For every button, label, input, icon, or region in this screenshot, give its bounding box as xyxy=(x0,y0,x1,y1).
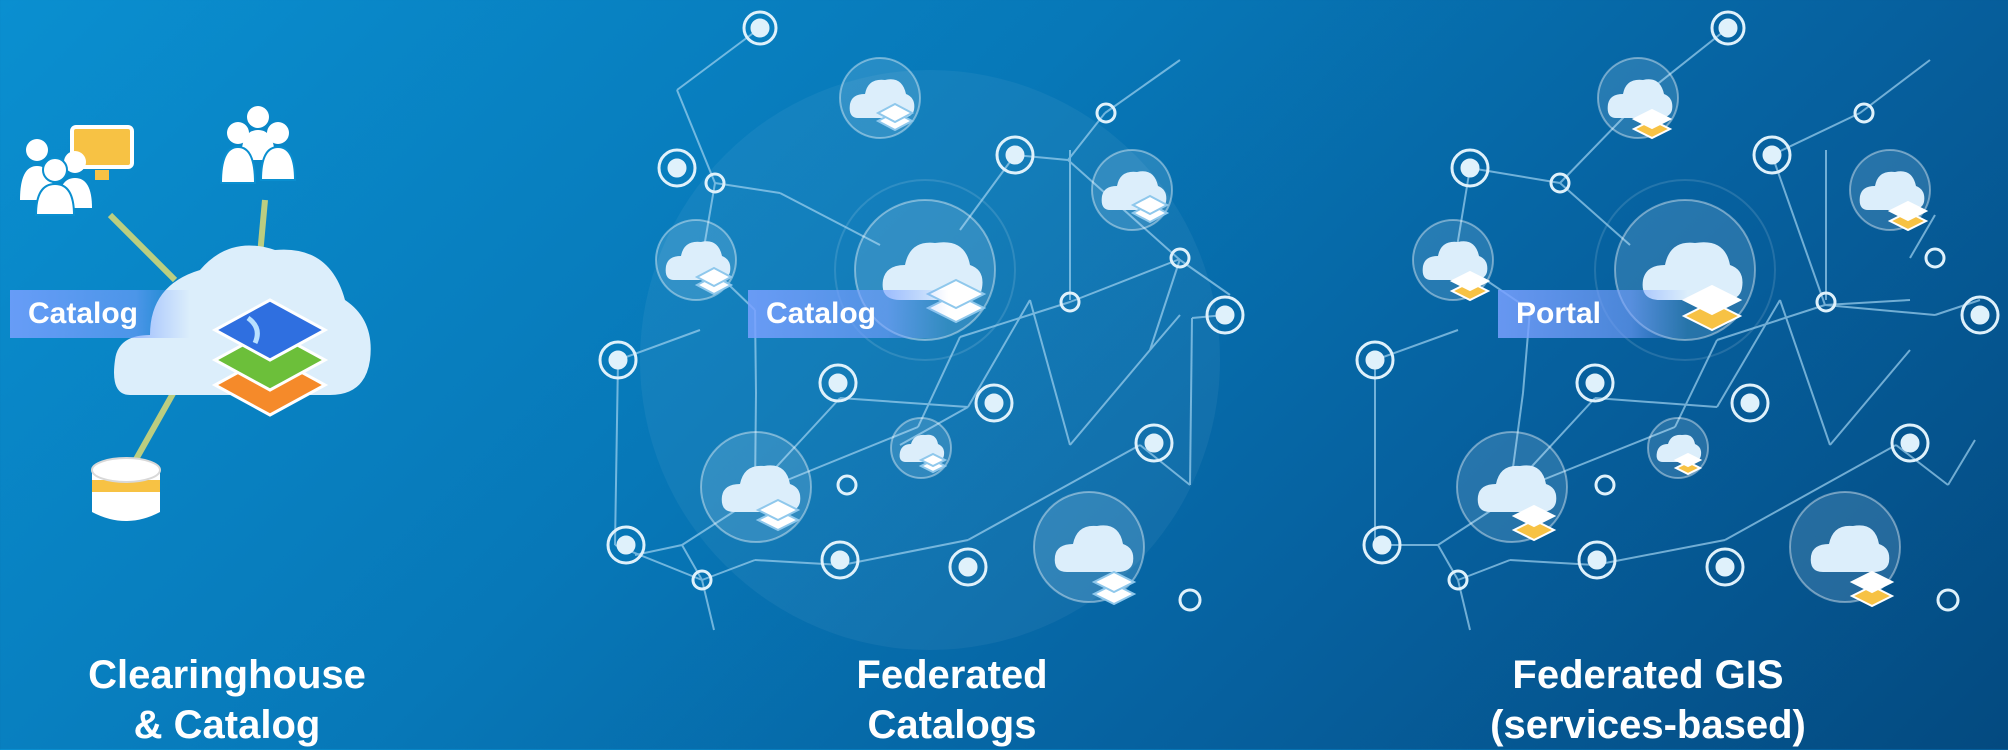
caption-line: (services-based) xyxy=(1490,703,1806,747)
connector-line xyxy=(127,388,178,472)
clearinghouse-caption: Clearinghouse & Catalog xyxy=(2,650,452,750)
federated-catalogs-network xyxy=(598,10,1245,650)
database-icon xyxy=(91,457,161,521)
caption-line: Clearinghouse xyxy=(88,653,366,697)
service-layer-icons xyxy=(1449,108,1929,608)
federated-gis-caption: Federated GIS (services-based) xyxy=(1423,650,1873,750)
federated-catalogs-panel: Catalog Federated Catalogs xyxy=(580,0,1260,749)
connector-line xyxy=(257,199,268,256)
layer-stack-icons xyxy=(694,102,1170,606)
caption-line: & Catalog xyxy=(133,703,321,747)
map-layers-icon xyxy=(211,298,329,417)
network-nodes xyxy=(1355,10,2000,612)
federated-gis-panel: Portal Federated GIS (services-based) xyxy=(1330,0,2008,749)
clearinghouse-panel: Catalog Clearinghouse & Catalog xyxy=(0,0,470,749)
catalog-tag: Catalog xyxy=(10,290,190,338)
portal-tag: Portal xyxy=(1498,290,1688,338)
users-group-icon xyxy=(219,106,297,184)
connector-line xyxy=(107,212,178,283)
caption-line: Federated GIS xyxy=(1512,653,1784,697)
users-computer-icon xyxy=(20,125,134,216)
catalog-tag: Catalog xyxy=(748,290,948,338)
caption-line: Federated xyxy=(856,653,1048,697)
network-nodes xyxy=(598,10,1245,612)
caption-line: Catalogs xyxy=(867,703,1037,747)
federated-gis-network xyxy=(1355,10,2000,631)
clearinghouse-diagram xyxy=(20,106,371,521)
federated-catalogs-caption: Federated Catalogs xyxy=(727,650,1177,750)
